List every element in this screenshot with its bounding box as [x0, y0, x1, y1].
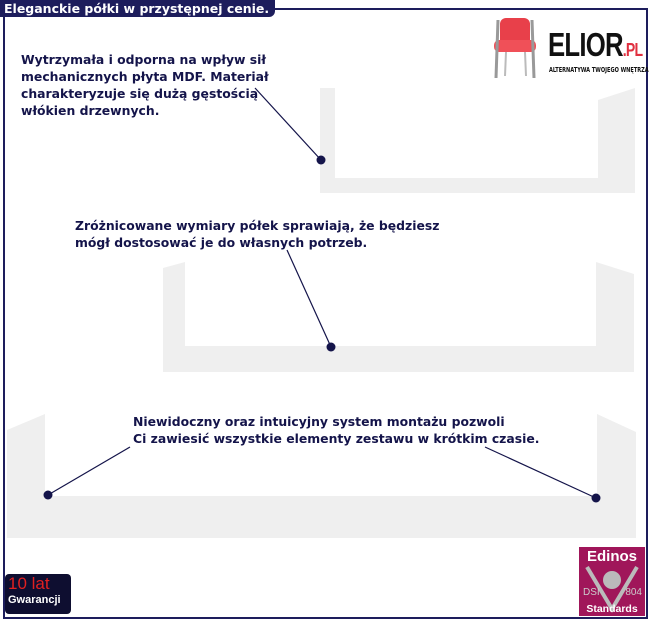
brand-tagline: ALTERNATYWA TWOJEGO WNĘTRZA: [549, 66, 649, 74]
brand-logo: ELIOR.PL: [548, 26, 643, 64]
chair-icon: [494, 18, 536, 79]
callout-dots: [43, 155, 601, 503]
shelf-small: [320, 88, 635, 193]
note-material: Wytrzymała i odporna na wpływ sił mechan…: [21, 52, 269, 118]
certificate-title: Edinos: [586, 548, 637, 565]
warranty-badge: 10 lat Gwarancji: [5, 574, 71, 614]
warranty-years: 10 lat: [8, 574, 50, 593]
brand-suffix: .PL: [622, 40, 643, 60]
brand-name: ELIOR: [548, 26, 624, 63]
note-mounting: Niewidoczny oraz intuicyjny system monta…: [133, 414, 540, 446]
certificate-number: 804: [625, 587, 642, 598]
page-title: Eleganckie półki w przystępnej cenie.: [0, 0, 276, 17]
note-dimensions: Zróżnicowane wymiary półek sprawiają, że…: [75, 218, 440, 250]
warranty-label: Gwarancji: [8, 594, 61, 606]
certificate-dsi: DSI: [583, 587, 600, 598]
certificate-badge: Edinos DSI 804 Standards: [579, 547, 645, 616]
callout-lines: [47, 87, 597, 499]
image-frame: [3, 8, 648, 619]
certificate-v-icon: [585, 565, 639, 613]
certificate-standards: Standards: [586, 603, 638, 615]
shelf-medium: [163, 262, 634, 372]
shelf-large: [7, 414, 636, 538]
